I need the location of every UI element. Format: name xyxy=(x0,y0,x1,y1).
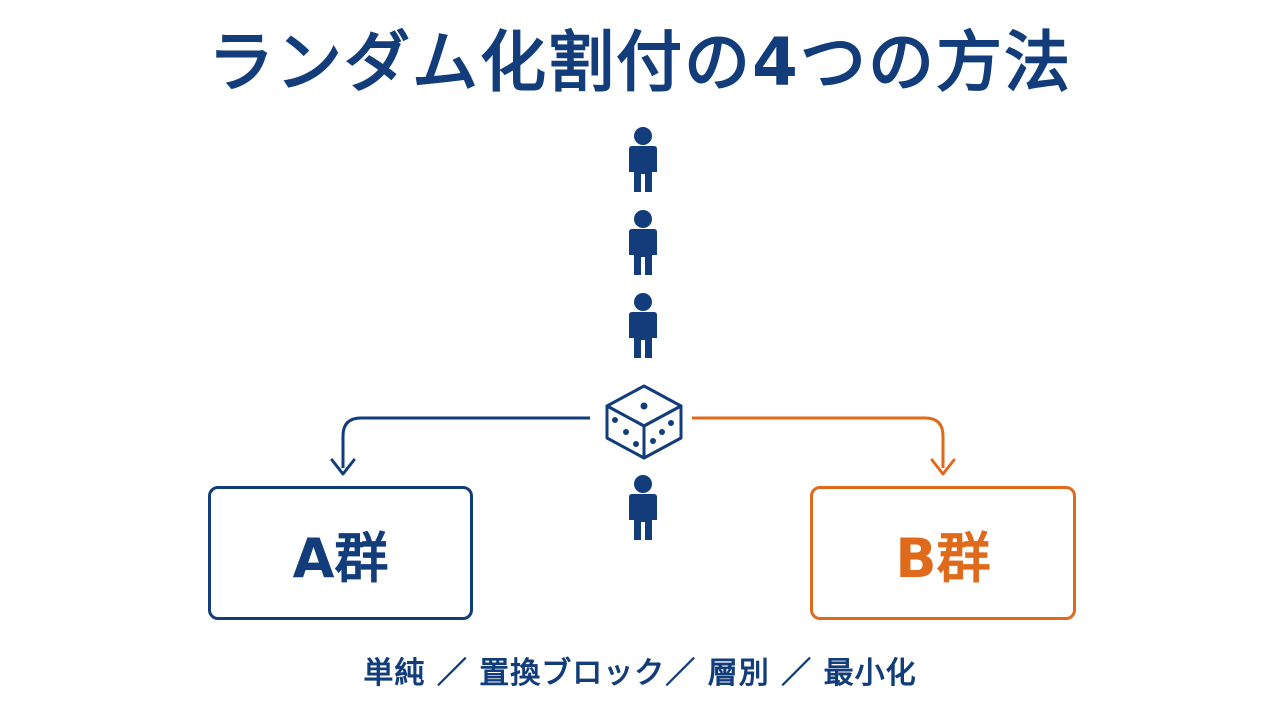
branch-line-b xyxy=(692,416,945,468)
person-icon xyxy=(629,127,657,192)
person-icon xyxy=(629,475,657,540)
methods-list: 単純 ／ 置換ブロック／ 層別 ／ 最小化 xyxy=(363,656,917,691)
arrow-down-icon xyxy=(330,458,356,476)
person-icon xyxy=(629,293,657,358)
person-icon xyxy=(629,210,657,275)
group-b-box: B群 xyxy=(810,486,1076,620)
branch-line-a xyxy=(341,416,590,468)
dice-icon xyxy=(605,384,683,460)
page-title: ランダム化割付の4つの方法 xyxy=(208,24,1072,101)
arrow-down-icon xyxy=(930,458,956,476)
group-a-box: A群 xyxy=(208,486,473,620)
